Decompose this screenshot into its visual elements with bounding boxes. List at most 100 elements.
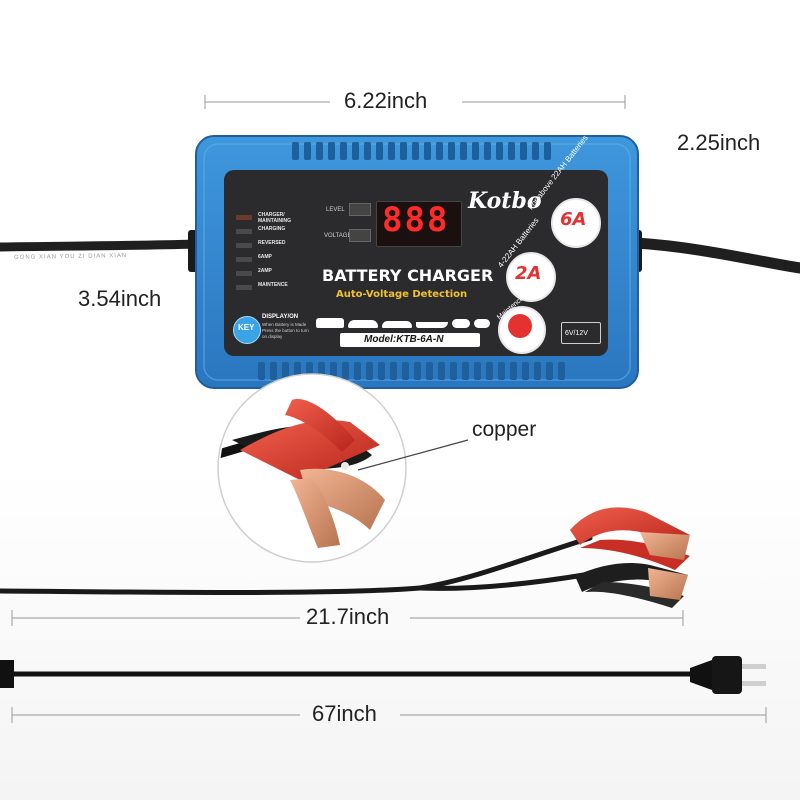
product-title: BATTERY CHARGER (322, 266, 494, 285)
level-label: LEVEL (326, 207, 345, 213)
vent-slot (258, 362, 265, 380)
key-hint-line-2: Press the button to turn (262, 328, 309, 333)
vent-slot (270, 362, 277, 380)
voltage-badge: 6V/12V (565, 330, 588, 337)
mode-6a-button[interactable] (551, 198, 601, 248)
vent-slot (354, 362, 361, 380)
charger-cables (0, 237, 800, 274)
background-floor (0, 470, 800, 800)
sad-face-icon (508, 314, 532, 338)
vent-slot (402, 362, 409, 380)
vent-slot (534, 362, 541, 380)
indicator-row: MAINTENCE (236, 282, 298, 296)
vent-slot (304, 142, 311, 160)
key-button[interactable] (233, 316, 261, 344)
indicator-led-icon (236, 271, 252, 276)
red-clamp (570, 507, 690, 570)
vent-slot (328, 142, 335, 160)
vent-slot (474, 362, 481, 380)
key-button-label: KEY (238, 323, 255, 332)
vent-slot (376, 142, 383, 160)
mode-2a-button[interactable] (506, 252, 556, 302)
vent-slot (292, 142, 299, 160)
vehicle-icons (316, 316, 492, 330)
vent-slot (544, 142, 551, 160)
vent-slot (378, 362, 385, 380)
indicator-led-icon (236, 215, 252, 220)
model-number: Model:KTB-6A-N (364, 334, 444, 345)
indicator-label: CHARGER/ MAINTAINING (258, 212, 291, 224)
plug-prong (742, 664, 766, 669)
indicator-label: REVERSED (258, 240, 286, 246)
vent-slot (558, 362, 565, 380)
indicator-row: CHARGER/ MAINTAINING (236, 212, 298, 226)
brand-logo: Kotbo (468, 188, 542, 214)
led-display (376, 201, 462, 247)
plug-body (712, 656, 742, 694)
vent-slot (352, 142, 359, 160)
vent-slot (496, 142, 503, 160)
vent-slot (510, 362, 517, 380)
key-hint-line-3: on display (262, 334, 283, 339)
indicator-row: REVERSED (236, 240, 298, 254)
scooter-icon (474, 319, 490, 328)
vent-slot (414, 362, 421, 380)
sedan-icon (382, 321, 412, 328)
copper-pointer (357, 439, 469, 471)
display-on-label: DISPLAY/ON (262, 314, 299, 320)
vent-slot (364, 142, 371, 160)
level-indicator (349, 203, 371, 216)
indicator-row: 6AMP (236, 254, 298, 268)
vent-slot (390, 362, 397, 380)
vent-slot (438, 362, 445, 380)
vent-slot (522, 362, 529, 380)
mode-6a-label: 6A (560, 209, 587, 230)
product-subtitle: Auto-Voltage Detection (336, 289, 468, 300)
vent-slot (450, 362, 457, 380)
vent-slot (400, 142, 407, 160)
indicator-led-icon (236, 257, 252, 262)
vent-slot (436, 142, 443, 160)
model-plate (340, 333, 480, 347)
vent-slot (462, 362, 469, 380)
clamp-cables (0, 535, 593, 595)
jeep-icon (316, 318, 344, 328)
indicator-label: MAINTENCE (258, 282, 288, 288)
vent-slot (484, 142, 491, 160)
indicator-label: 2AMP (258, 268, 272, 274)
car-icon (348, 320, 378, 328)
vent-slot (448, 142, 455, 160)
mode-2a-label: 2A (515, 263, 542, 284)
height-dimension-label: 3.54inch (78, 286, 162, 311)
depth-dimension-label: 2.25inch (677, 130, 761, 155)
vent-slot (426, 362, 433, 380)
vent-slot (460, 142, 467, 160)
vent-slot (424, 142, 431, 160)
dimension-lines (11, 95, 767, 723)
black-clamp (575, 563, 688, 608)
plug-prong (742, 681, 766, 686)
vent-slot (546, 362, 553, 380)
indicator-label: 6AMP (258, 254, 272, 260)
vent-slot (366, 362, 373, 380)
battery-icon (561, 322, 601, 344)
led-digits: 888 (382, 200, 450, 240)
voltage-indicator (349, 229, 371, 242)
voltage-label: VOLTAGE (324, 233, 352, 239)
indicator-led-icon (236, 229, 252, 234)
indicator-list: CHARGER/ MAINTAINING CHARGING REVERSED 6AMP… (236, 212, 298, 296)
boat-icon (416, 322, 448, 328)
indicator-row: 2AMP (236, 268, 298, 282)
vent-slot (342, 362, 349, 380)
vent-slot (340, 142, 347, 160)
vent-slot (520, 142, 527, 160)
vent-slot (532, 142, 539, 160)
indicator-row: CHARGING (236, 226, 298, 240)
vent-slot (498, 362, 505, 380)
indicator-label: CHARGING (258, 226, 286, 232)
power-cord-length-label: 67inch (312, 701, 377, 726)
indicator-led-icon (236, 285, 252, 290)
clamp-zoom (217, 373, 407, 563)
indicator-led-icon (236, 243, 252, 248)
